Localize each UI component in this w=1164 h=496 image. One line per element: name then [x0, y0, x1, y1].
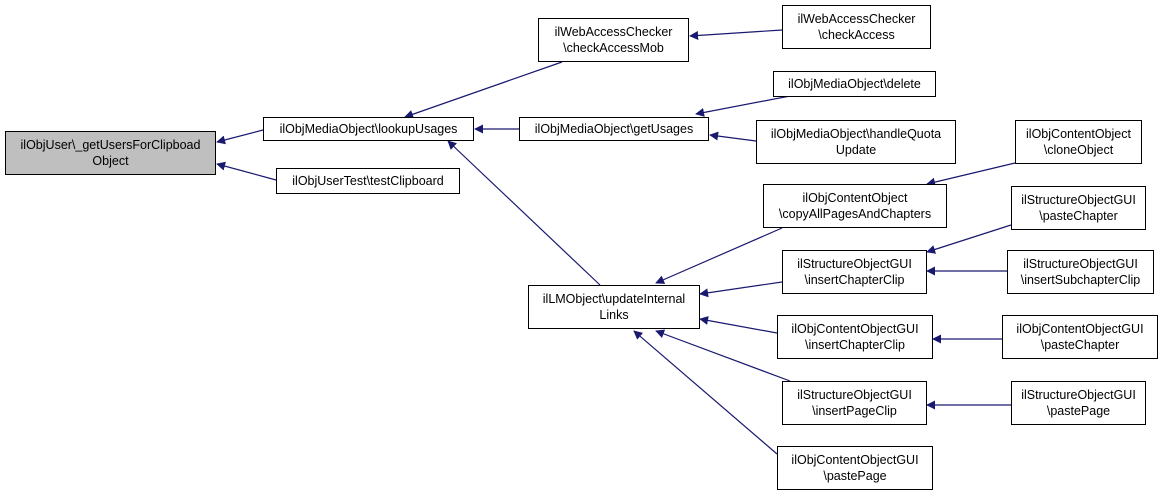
node-label-line: ilObjUser\_getUsersForClipboad	[20, 138, 201, 152]
node-ilobjmediaobject-handlequotaupdate[interactable]: ilObjMediaObject\handleQuota Update	[756, 120, 956, 164]
node-label-line: ilStructureObjectGUI	[1023, 257, 1138, 271]
node-label-line: ilObjMediaObject\lookupUsages	[279, 122, 458, 136]
node-ilstructureobjectgui-pastepage[interactable]: ilStructureObjectGUI \pastePage	[1011, 381, 1146, 425]
node-label-line: ilObjContentObject	[1026, 127, 1131, 141]
node-label-line: Links	[599, 308, 629, 322]
node-label-line: \copyAllPagesAndChapters	[778, 207, 932, 221]
node-ilobjusertest-testclipboard[interactable]: ilObjUserTest\testClipboard	[276, 168, 460, 194]
node-ilobjmediaobject-getusages[interactable]: ilObjMediaObject\getUsages	[519, 117, 709, 141]
node-label-line: \pastePage	[823, 469, 887, 483]
edge-lookupUsages-to-root	[216, 129, 264, 145]
edge-checkAccess-to-checkAccessMob	[689, 29, 783, 40]
node-label-line: ilObjMediaObject\delete	[788, 77, 921, 91]
edge-cloneObject-to-copyAllPagesAndChapters	[926, 162, 1016, 187]
edge-sogPasteChapter-to-sogInsertChapterClip	[926, 224, 1012, 254]
edge-sogInsertChapterClip-to-updateInternalLinks	[699, 281, 783, 298]
edge-copyAllPagesAndChapters-to-updateInternalLinks	[655, 227, 783, 284]
node-ilobjcontentobject-copyallpagesandchapters[interactable]: ilObjContentObject \copyAllPagesAndChapt…	[763, 184, 947, 228]
node-label-line: ilObjMediaObject\handleQuota	[770, 127, 942, 141]
node-ilstructureobjectgui-insertpageclip[interactable]: ilStructureObjectGUI \insertPageClip	[782, 381, 927, 425]
edge-delete-to-getUsages	[695, 95, 791, 117]
node-label-line: Object	[92, 154, 129, 168]
edge-cogPastePage-to-updateInternalLinks	[633, 330, 778, 455]
node-ilobjcontentobject-cloneobject[interactable]: ilObjContentObject \cloneObject	[1015, 120, 1142, 164]
node-label-line: \pastePage	[1046, 404, 1111, 418]
node-ilstructureobjectgui-pastechapter[interactable]: ilStructureObjectGUI \pasteChapter	[1011, 186, 1146, 230]
node-label-line: ilStructureObjectGUI	[1021, 193, 1136, 207]
node-ilobjcontentobjectgui-pastechapter[interactable]: ilObjContentObjectGUI \pasteChapter	[1002, 315, 1158, 359]
node-label-line: ilObjMediaObject\getUsages	[534, 122, 694, 136]
node-label-line: ilStructureObjectGUI	[797, 388, 912, 402]
edge-testClipboard-to-root	[216, 161, 277, 181]
node-label-line: \insertPageClip	[812, 404, 897, 418]
node-label-line: ilObjContentObjectGUI	[1016, 322, 1144, 336]
edge-cogInsertChapterClip-to-updateInternalLinks	[699, 316, 778, 334]
node-label-line: ilObjContentObjectGUI	[791, 322, 919, 336]
node-ilwebaccesschecker-checkaccess[interactable]: ilWebAccessChecker \checkAccess	[782, 5, 931, 49]
node-ilstructureobjectgui-insertsubchapterclip[interactable]: ilStructureObjectGUI \insertSubchapterCl…	[1007, 250, 1154, 294]
edge-checkAccessMob-to-lookupUsages	[404, 61, 563, 119]
node-label-line: ilObjContentObjectGUI	[791, 453, 919, 467]
node-ilwebaccesschecker-checkaccessmob[interactable]: ilWebAccessChecker \checkAccessMob	[538, 18, 689, 62]
node-label-line: ilStructureObjectGUI	[797, 257, 912, 271]
node-ilstructureobjectgui-insertchapterclip[interactable]: ilStructureObjectGUI \insertChapterClip	[782, 250, 927, 294]
node-label-line: \cloneObject	[1043, 143, 1114, 157]
node-label-line: \pasteChapter	[1039, 209, 1118, 223]
node-label-line: ilObjUserTest\testClipboard	[292, 174, 444, 188]
node-ilobjuser-getusersforclipboadobject[interactable]: ilObjUser\_getUsersForClipboad Object	[5, 131, 216, 175]
node-label-line: ilWebAccessChecker	[554, 25, 673, 39]
edge-updateInternalLinks-to-lookupUsages	[447, 140, 601, 286]
node-label-line: Update	[835, 143, 877, 157]
node-label-line: \insertChapterClip	[804, 338, 906, 352]
node-ilobjmediaobject-lookupusages[interactable]: ilObjMediaObject\lookupUsages	[263, 117, 474, 141]
node-ilobjcontentobjectgui-insertchapterclip[interactable]: ilObjContentObjectGUI \insertChapterClip	[777, 315, 933, 359]
node-illmobject-updateinternallinks[interactable]: ilLMObject\updateInternal Links	[528, 285, 700, 329]
node-label-line: ilWebAccessChecker	[797, 12, 916, 26]
edge-sogInsertPageClip-to-updateInternalLinks	[655, 329, 791, 382]
node-ilobjcontentobjectgui-pastepage[interactable]: ilObjContentObjectGUI \pastePage	[777, 446, 933, 490]
node-label-line: ilObjContentObject	[802, 191, 908, 205]
node-label-line: \checkAccessMob	[563, 41, 664, 55]
node-label-line: ilLMObject\updateInternal	[542, 292, 686, 306]
node-label-line: \insertChapterClip	[804, 273, 905, 287]
edge-handleQuotaUpdate-to-getUsages	[709, 131, 757, 142]
node-label-line: \pasteChapter	[1040, 338, 1120, 352]
node-label-line: \insertSubchapterClip	[1020, 273, 1141, 287]
node-ilobjmediaobject-delete[interactable]: ilObjMediaObject\delete	[773, 71, 936, 97]
node-label-line: ilStructureObjectGUI	[1021, 388, 1136, 402]
node-label-line: \checkAccess	[818, 28, 895, 42]
